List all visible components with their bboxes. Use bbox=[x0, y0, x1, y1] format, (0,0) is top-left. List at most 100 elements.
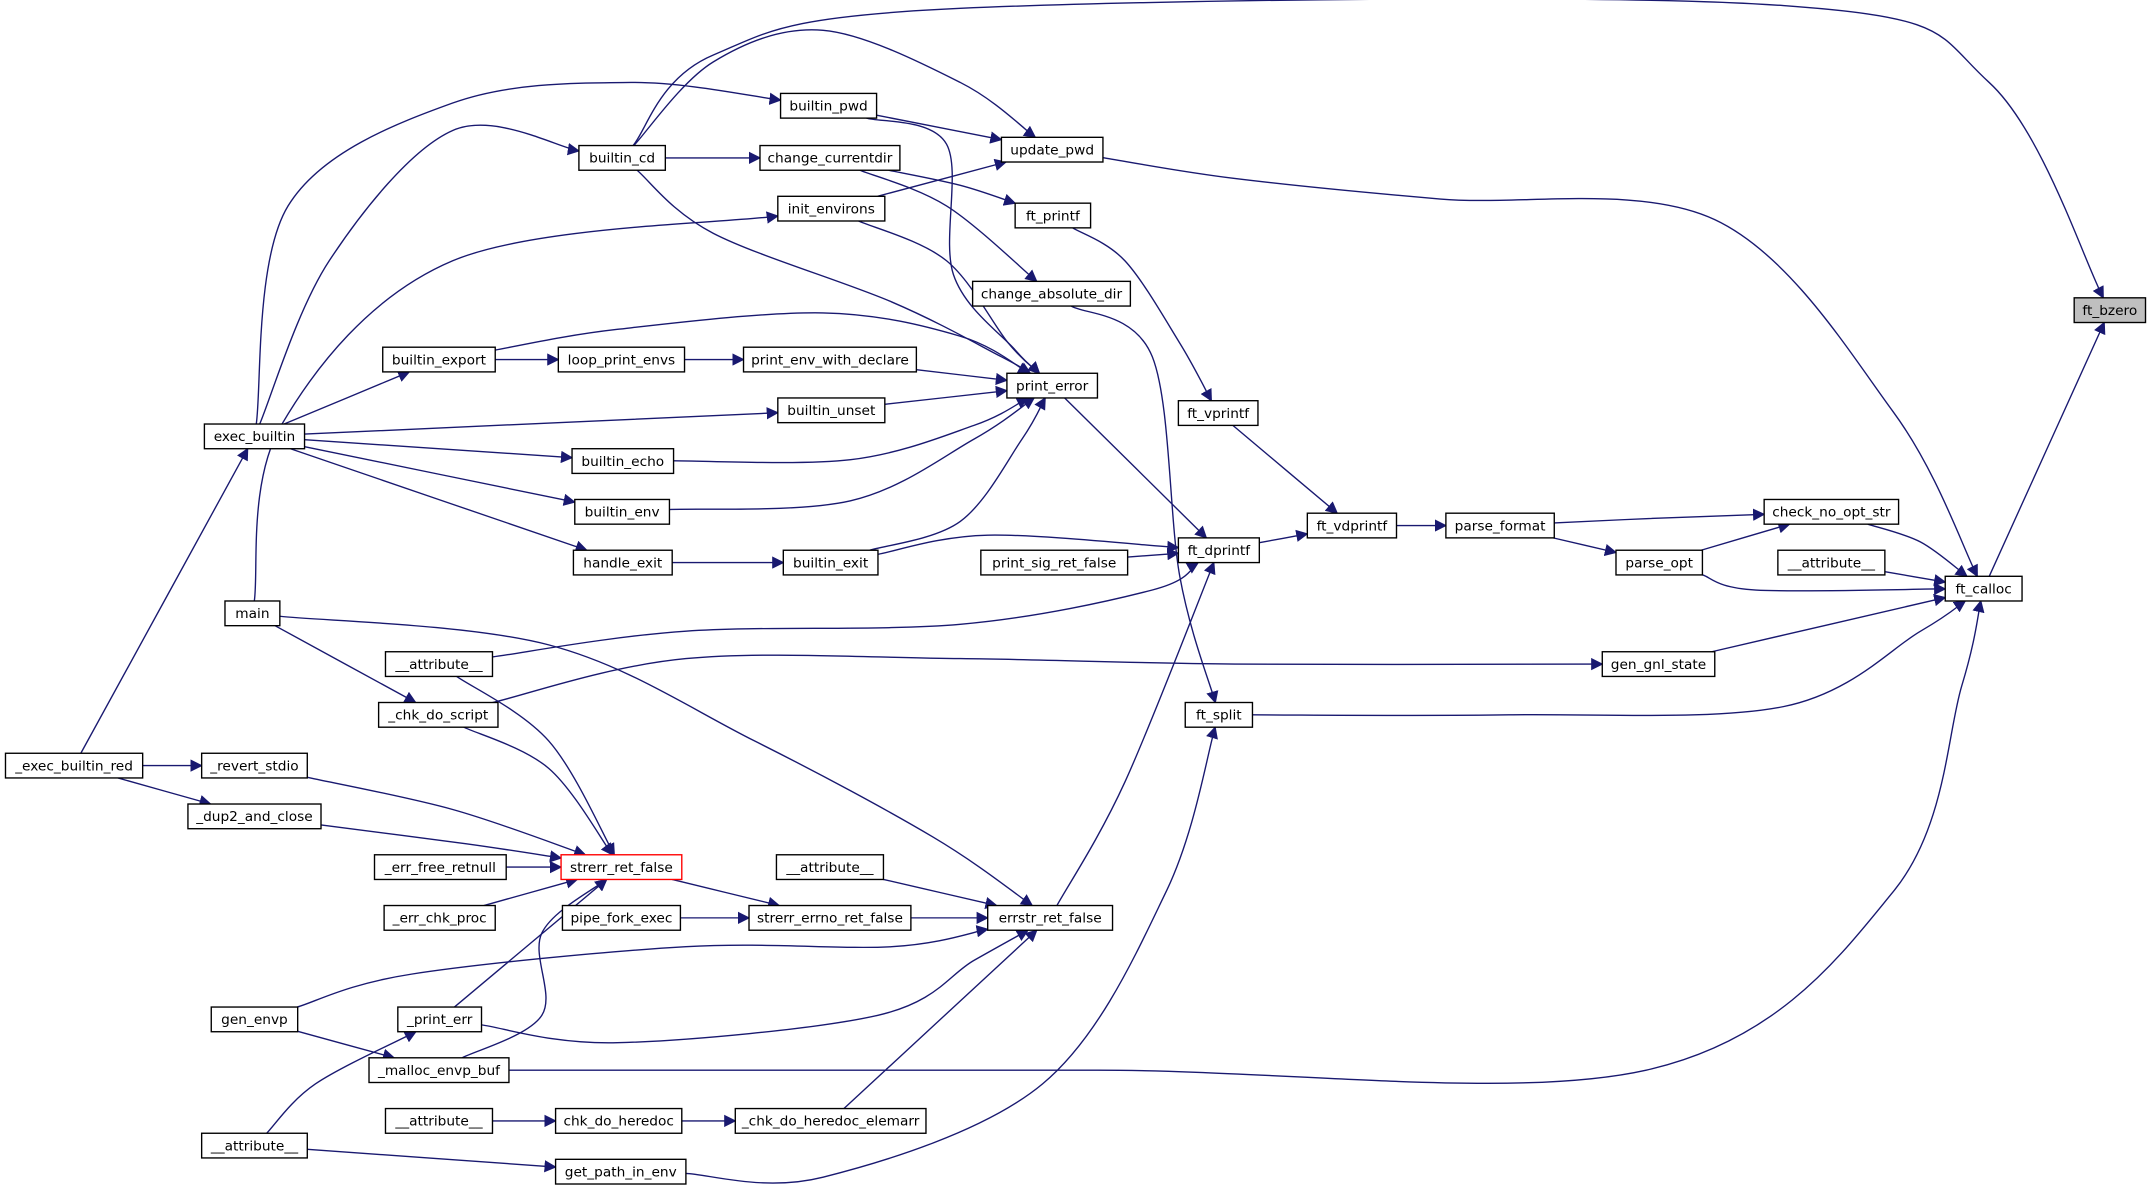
node-ft-vdprintf[interactable]: ft_vdprintf bbox=[1306, 512, 1398, 539]
node-label: _revert_stdio bbox=[209, 758, 298, 774]
node-strerr-errno-ret-false[interactable]: strerr_errno_ret_false bbox=[748, 904, 912, 931]
node-box bbox=[1763, 498, 1900, 525]
node-label: builtin_cd bbox=[589, 151, 655, 167]
node-chk-do-script[interactable]: _chk_do_script bbox=[377, 701, 499, 728]
node-init-environs[interactable]: init_environs bbox=[777, 195, 886, 222]
node-box bbox=[574, 498, 671, 525]
edge-malloc-envp-buf-to-ft-calloc bbox=[508, 599, 1985, 1085]
node-attribute[interactable]: __attribute__ bbox=[1777, 549, 1886, 576]
node-gen-envp[interactable]: gen_envp bbox=[210, 1006, 299, 1033]
node-label: ft_vprintf bbox=[1187, 406, 1250, 422]
node-gen-gnl-state[interactable]: gen_gnl_state bbox=[1601, 651, 1716, 678]
edge-exec-builtin-to-builtin-env bbox=[304, 445, 576, 506]
node-strerr-ret-false[interactable]: strerr_ret_false bbox=[560, 854, 683, 881]
node-attribute[interactable]: __attribute__ bbox=[384, 1107, 494, 1134]
node-main[interactable]: main bbox=[224, 600, 281, 627]
node-builtin-unset[interactable]: builtin_unset bbox=[777, 397, 886, 424]
node-builtin-echo[interactable]: builtin_echo bbox=[571, 448, 675, 475]
node-box bbox=[987, 904, 1114, 931]
node-label: _exec_builtin_red bbox=[14, 758, 133, 774]
node-get-path-in-env[interactable]: get_path_in_env bbox=[554, 1158, 687, 1185]
node-errstr-ret-false[interactable]: errstr_ret_false bbox=[987, 904, 1114, 931]
edge-exec-builtin-red-to-exec-builtin bbox=[80, 447, 249, 754]
node-ft-dprintf[interactable]: ft_dprintf bbox=[1177, 537, 1261, 564]
node-print-env-with-declare[interactable]: print_env_with_declare bbox=[742, 346, 918, 373]
node-change-absolute-dir[interactable]: change_absolute_dir bbox=[971, 280, 1132, 307]
edge-ft-calloc-to-ft-bzero bbox=[1988, 321, 2106, 577]
node-ft-calloc[interactable]: ft_calloc bbox=[1944, 575, 2023, 602]
node-builtin-exit[interactable]: builtin_exit bbox=[782, 549, 879, 576]
node-print-sig-ret-false[interactable]: print_sig_ret_false bbox=[980, 549, 1129, 576]
node-chk-do-heredoc-elemarr[interactable]: _chk_do_heredoc_elemarr bbox=[734, 1107, 927, 1134]
node-label: _err_chk_proc bbox=[392, 911, 487, 927]
node-loop-print-envs[interactable]: loop_print_envs bbox=[557, 346, 686, 373]
node-label: strerr_ret_false bbox=[570, 860, 673, 876]
node-builtin-export[interactable]: builtin_export bbox=[382, 346, 496, 373]
edge-init-environs-to-update-pwd bbox=[877, 158, 1008, 197]
edge-exec-builtin-to-builtin-export bbox=[283, 370, 411, 425]
edge-builtin-unset-to-print-error bbox=[884, 385, 1009, 406]
node-box bbox=[1306, 512, 1398, 539]
node-box bbox=[578, 144, 667, 171]
node-ft-split[interactable]: ft_split bbox=[1184, 701, 1254, 728]
node-builtin-cd[interactable]: builtin_cd bbox=[578, 144, 667, 171]
edge-get-path-in-env-to-ft-split bbox=[685, 726, 1218, 1184]
node-revert-stdio[interactable]: _revert_stdio bbox=[200, 752, 308, 779]
node-pipe-fork-exec[interactable]: pipe_fork_exec bbox=[561, 904, 682, 931]
node-label: change_currentdir bbox=[768, 151, 893, 167]
node-box bbox=[1177, 537, 1261, 564]
node-dup2-and-close[interactable]: _dup2_and_close bbox=[187, 803, 322, 830]
node-box bbox=[572, 549, 673, 576]
node-box bbox=[560, 854, 683, 881]
node-handle-exit[interactable]: handle_exit bbox=[572, 549, 673, 576]
node-label: print_error bbox=[1016, 378, 1089, 394]
edge-print-err-to-strerr-ret-false bbox=[453, 878, 608, 1008]
node-ft-bzero[interactable]: ft_bzero bbox=[2073, 297, 2147, 324]
node-ft-printf[interactable]: ft_printf bbox=[1014, 202, 1092, 229]
edge-builtin-pwd-to-update-pwd bbox=[876, 114, 1003, 144]
node-print-error[interactable]: print_error bbox=[1006, 372, 1099, 399]
node-box bbox=[2073, 297, 2147, 324]
node-change-currentdir[interactable]: change_currentdir bbox=[759, 144, 901, 171]
node-box bbox=[4, 752, 144, 779]
node-box bbox=[557, 346, 686, 373]
node-malloc-envp-buf[interactable]: _malloc_envp_buf bbox=[368, 1057, 510, 1084]
node-err-chk-proc[interactable]: _err_chk_proc bbox=[383, 904, 496, 931]
node-chk-do-heredoc[interactable]: chk_do_heredoc bbox=[554, 1107, 683, 1134]
node-attribute[interactable]: __attribute__ bbox=[775, 854, 885, 881]
edge-exec-builtin-to-builtin-cd bbox=[259, 124, 581, 425]
node-err-free-retnull[interactable]: _err_free_retnull bbox=[373, 854, 507, 881]
node-attribute[interactable]: __attribute__ bbox=[384, 651, 494, 678]
node-label: builtin_env bbox=[585, 505, 660, 521]
node-builtin-env[interactable]: builtin_env bbox=[574, 498, 671, 525]
node-label: handle_exit bbox=[583, 555, 663, 571]
node-ft-vprintf[interactable]: ft_vprintf bbox=[1177, 400, 1259, 427]
edge-attribute-to-ft-dprintf bbox=[492, 561, 1200, 658]
edge-errstr-ret-false-to-ft-dprintf bbox=[1056, 561, 1216, 906]
edge-builtin-cd-to-print-error bbox=[636, 169, 1032, 374]
edge-malloc-envp-buf-to-strerr-ret-false bbox=[461, 878, 608, 1059]
edge-change-absolute-dir-to-ft-split bbox=[1070, 305, 1219, 704]
edge-attribute-to-strerr-ret-false bbox=[456, 675, 615, 856]
edge-change-currentdir-to-change-absolute-dir bbox=[859, 169, 1038, 283]
node-label: builtin_pwd bbox=[789, 99, 867, 115]
edge-exec-builtin-to-builtin-unset bbox=[304, 407, 780, 435]
node-builtin-pwd[interactable]: builtin_pwd bbox=[779, 92, 878, 119]
node-box bbox=[742, 346, 918, 373]
node-label: gen_gnl_state bbox=[1611, 657, 1706, 673]
node-label: __attribute__ bbox=[210, 1138, 298, 1154]
node-update-pwd[interactable]: update_pwd bbox=[1000, 136, 1104, 163]
node-label: init_environs bbox=[788, 201, 875, 217]
node-label: update_pwd bbox=[1010, 142, 1094, 158]
node-check-no-opt-str[interactable]: check_no_opt_str bbox=[1763, 498, 1900, 525]
node-label: ft_dprintf bbox=[1188, 543, 1252, 559]
node-box bbox=[1014, 202, 1092, 229]
node-attribute[interactable]: __attribute__ bbox=[200, 1132, 308, 1159]
node-box bbox=[775, 854, 885, 881]
node-print-err[interactable]: _print_err bbox=[397, 1006, 483, 1033]
edge-err-chk-proc-to-strerr-ret-false bbox=[483, 876, 579, 907]
node-exec-builtin[interactable]: exec_builtin bbox=[203, 423, 306, 450]
node-exec-builtin-red[interactable]: _exec_builtin_red bbox=[4, 752, 144, 779]
node-parse-format[interactable]: parse_format bbox=[1445, 512, 1555, 539]
node-parse-opt[interactable]: parse_opt bbox=[1615, 549, 1704, 576]
